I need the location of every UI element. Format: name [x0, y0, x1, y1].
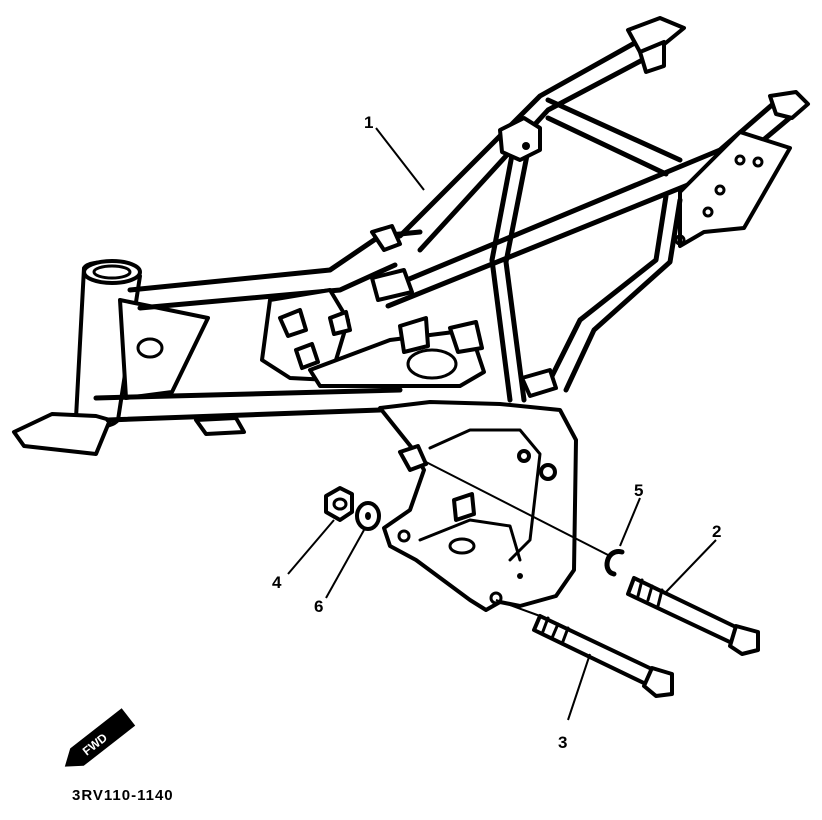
part-number: 3RV110-1140 — [72, 787, 174, 804]
callout-1: 1 — [364, 113, 373, 132]
callout-2: 2 — [712, 522, 721, 541]
assembly-guide-lines — [425, 461, 611, 617]
callout-labels: 1 2 3 4 5 6 — [272, 113, 721, 752]
fwd-arrow-icon: FWD — [64, 708, 136, 767]
nut-4 — [324, 486, 354, 522]
bolt-3 — [532, 614, 674, 698]
callout-4: 4 — [272, 573, 282, 592]
callout-6: 6 — [314, 597, 323, 616]
callout-5: 5 — [634, 481, 643, 500]
bolt-2 — [626, 576, 760, 656]
leader-lines — [287, 127, 717, 721]
callout-3: 3 — [558, 733, 567, 752]
circlip-5 — [604, 549, 625, 577]
washer-6 — [355, 501, 381, 531]
main-frame — [12, 16, 810, 612]
